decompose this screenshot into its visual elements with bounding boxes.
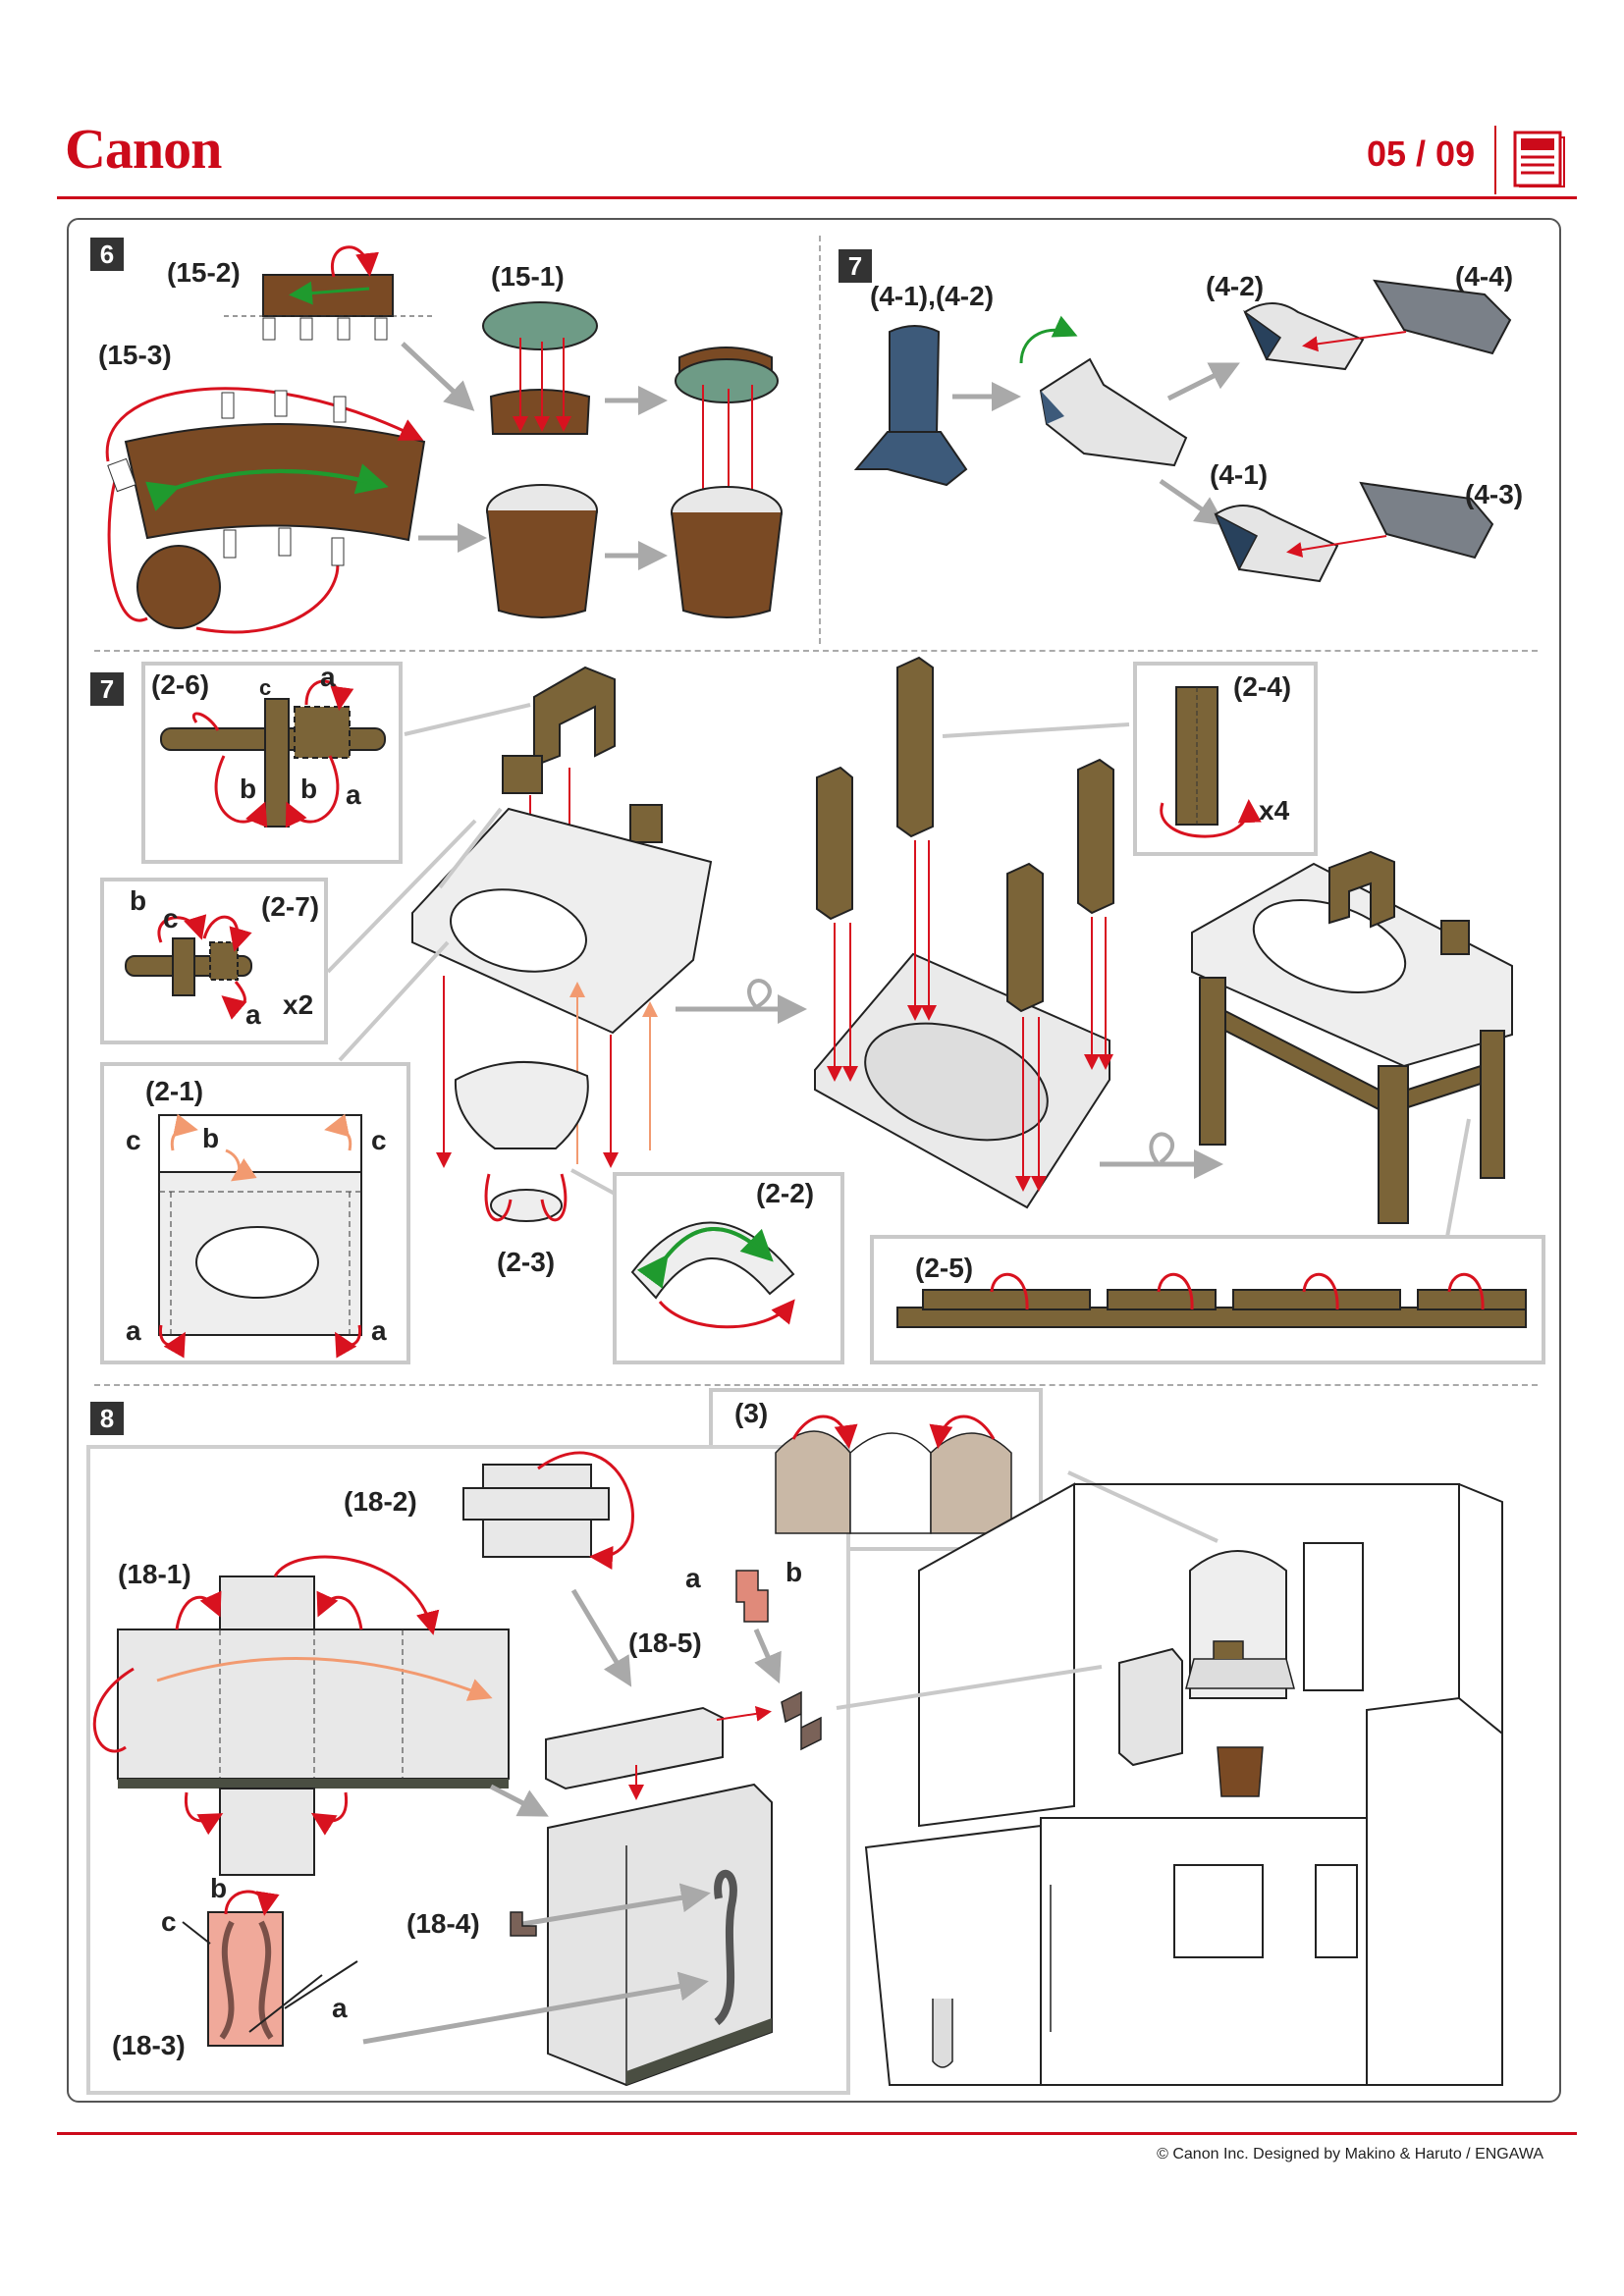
part-label-2-4: (2-4) [1233, 671, 1292, 702]
tab-label-a: a [371, 1315, 387, 1346]
footer-credit: © Canon Inc. Designed by Makino & Haruto… [1157, 2146, 1543, 2163]
callout-2-4 [1133, 662, 1318, 856]
step-badge-7: 7 [90, 672, 124, 706]
washer-assembly [92, 1415, 1503, 2087]
tab-label-b: b [202, 1123, 220, 1153]
part-label-18-1: (18-1) [118, 1559, 191, 1589]
footer-rule [57, 2132, 1577, 2135]
part-label-15-2: (15-2) [167, 257, 241, 288]
header-divider [1494, 126, 1496, 194]
section-divider [819, 236, 821, 644]
washbasin-assembly [125, 656, 1527, 1359]
part-label-2-5: (2-5) [915, 1253, 974, 1283]
step-badge-7: 7 [839, 249, 872, 283]
slippers-assembly [853, 279, 1512, 583]
tab-label-a: a [332, 1993, 348, 2023]
part-label-2-2: (2-2) [756, 1178, 815, 1208]
part-label-4-4: (4-4) [1455, 261, 1514, 292]
part-label-4-1-4-2: (4-1),(4-2) [870, 281, 995, 311]
part-label-15-3: (15-3) [98, 340, 172, 370]
part-label-3: (3) [734, 1398, 769, 1428]
part-label-2-3: (2-3) [497, 1247, 556, 1277]
part-label-4-2: (4-2) [1206, 271, 1265, 301]
tab-label-b: b [785, 1557, 803, 1587]
section-divider [94, 650, 1538, 652]
tab-label-c: c [259, 675, 272, 700]
canon-logo: Canon [65, 117, 222, 181]
part-label-18-2: (18-2) [344, 1486, 417, 1517]
page-number: 05 / 09 [1367, 133, 1476, 174]
header-rule [57, 196, 1577, 199]
part-label-18-4: (18-4) [406, 1908, 480, 1939]
step-badge-6: 6 [90, 238, 124, 271]
tab-label-a: a [320, 662, 336, 692]
part-label-4-3: (4-3) [1465, 479, 1524, 509]
tab-label-b: b [240, 774, 257, 804]
bucket-assembly [105, 245, 783, 634]
part-label-15-1: (15-1) [491, 261, 565, 292]
tab-label-a: a [245, 999, 261, 1030]
part-label-4-1: (4-1) [1210, 459, 1269, 490]
section-divider [94, 1384, 1538, 1386]
quantity-x2: x2 [283, 989, 314, 1020]
tab-label-b: b [130, 885, 147, 916]
tab-label-c: c [126, 1125, 141, 1155]
tab-label-a: a [685, 1563, 701, 1593]
tab-label-a: a [126, 1315, 141, 1346]
tab-label-c: c [161, 1906, 177, 1937]
part-label-2-6: (2-6) [151, 669, 210, 700]
part-label-2-7: (2-7) [261, 891, 320, 922]
document-icon [1513, 131, 1565, 187]
instruction-frame [67, 218, 1561, 2103]
tab-label-c: c [163, 903, 179, 934]
tab-label-a: a [346, 779, 361, 810]
tab-label-c: c [371, 1125, 387, 1155]
step-badge-8: 8 [90, 1402, 124, 1435]
part-label-18-3: (18-3) [112, 2030, 186, 2060]
quantity-x4: x4 [1259, 795, 1290, 826]
tab-label-b: b [210, 1873, 228, 1903]
part-label-18-5: (18-5) [628, 1628, 702, 1658]
tab-label-b: b [300, 774, 318, 804]
part-label-2-1: (2-1) [145, 1076, 204, 1106]
